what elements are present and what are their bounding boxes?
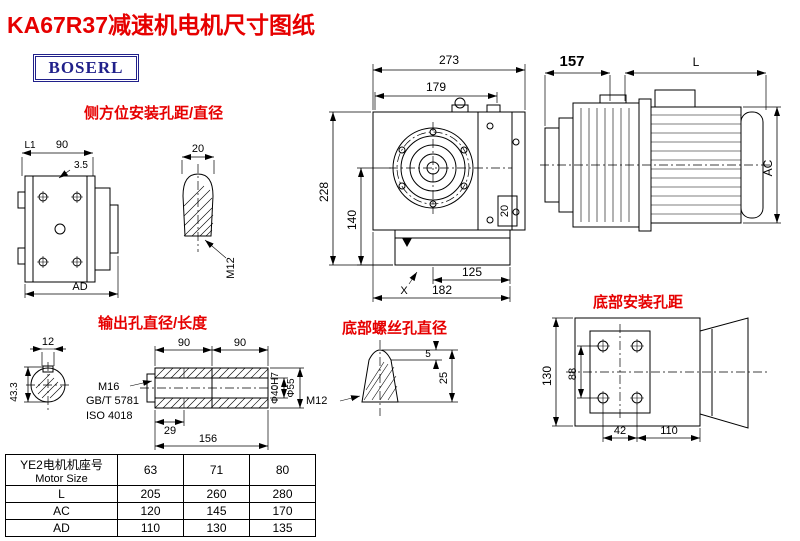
table-cell: 145 (183, 502, 250, 520)
table-cell: 170 (249, 502, 316, 520)
label-bottom-screw-hole: 底部螺丝孔直径 (342, 320, 448, 337)
dim-bottom-110: 110 (660, 425, 678, 437)
table-cell: 205 (117, 485, 184, 503)
table-row-l: L 205 260 280 (5, 485, 316, 503)
table-cell: 135 (249, 519, 316, 537)
brand-logo-text: BOSERL (48, 58, 124, 77)
page-title: KA67R37减速机电机尺寸图纸 (7, 12, 315, 38)
dim-side-ad: AD (72, 281, 87, 293)
dim-shaft-outer: Φ55 (286, 378, 297, 398)
table-cell-label: AC (5, 502, 118, 520)
table-row-ac: AC 120 145 170 (5, 502, 316, 520)
motor-size-table: YE2电机机座号 Motor Size 63 71 80 L 205 260 2… (5, 454, 316, 537)
section-mark-x: X (400, 285, 408, 297)
dim-front-179: 179 (426, 80, 446, 94)
dim-shaft-156: 156 (199, 433, 217, 445)
dim-shaft-90b: 90 (234, 337, 246, 349)
table-header-size-80: 80 (249, 454, 316, 486)
dim-front-140: 140 (345, 210, 359, 230)
table-header-motor-size: YE2电机机座号 Motor Size (5, 454, 118, 486)
table-cell: 260 (183, 485, 250, 503)
dim-front-273: 273 (439, 53, 459, 67)
dim-hole-m12: M12 (225, 257, 237, 278)
table-header-size-63: 63 (117, 454, 184, 486)
dim-screw-5: 5 (425, 349, 431, 360)
table-cell: 130 (183, 519, 250, 537)
table-header-row: YE2电机机座号 Motor Size 63 71 80 (5, 454, 316, 486)
std-iso-4018: ISO 4018 (86, 410, 132, 422)
front-view-drawing: 20 X 273 179 228 140 125 (317, 53, 526, 302)
label-output-hole: 输出孔直径/长度 (98, 315, 208, 332)
table-header-line2: Motor Size (35, 472, 88, 485)
dim-hole-20: 20 (192, 143, 204, 155)
dim-motor-L: L (693, 55, 700, 69)
table-cell-label: AD (5, 519, 118, 537)
table-cell: 120 (117, 502, 184, 520)
dim-front-125: 125 (462, 265, 482, 279)
dim-shaft-m16: M16 (98, 381, 119, 393)
motor-assembly-drawing: 157 L AC (540, 53, 781, 232)
dim-side-3-5: 3.5 (74, 160, 88, 171)
dim-side-90: 90 (56, 139, 68, 151)
dim-shaft-43-3: 43.3 (9, 382, 20, 402)
dim-bottom-42: 42 (614, 425, 626, 437)
label-side-mount-holes: 侧方位安装孔距/直径 (84, 105, 224, 122)
table-cell: 110 (117, 519, 184, 537)
table-cell-label: L (5, 485, 118, 503)
side-view-drawing: L1 90 3.5 AD (17, 139, 119, 298)
table-cell: 280 (249, 485, 316, 503)
output-shaft-drawing: 12 43.3 90 90 M16 (9, 336, 304, 450)
dim-motor-157: 157 (559, 53, 584, 70)
dim-front-keyway-20: 20 (499, 205, 511, 217)
dim-screw-m12: M12 (306, 395, 327, 407)
table-header-line1: YE2电机机座号 (20, 457, 103, 472)
dim-shaft-bore: Φ40H7 (270, 372, 281, 404)
dim-shaft-29: 29 (164, 425, 176, 437)
dim-front-182: 182 (432, 283, 452, 297)
bottom-mount-drawing: 130 88 42 110 (540, 317, 768, 442)
std-gbt-5781: GB/T 5781 (86, 395, 139, 407)
dim-front-228: 228 (317, 182, 331, 202)
dim-motor-ac: AC (761, 159, 775, 176)
dim-shaft-12: 12 (42, 336, 54, 348)
dim-shaft-90a: 90 (178, 337, 190, 349)
dim-bottom-88: 88 (567, 368, 579, 380)
dim-side-l1: L1 (24, 140, 36, 151)
brand-logo: BOSERL (33, 54, 139, 82)
dim-screw-25: 25 (438, 372, 450, 384)
bottom-screw-drawing: 5 25 M12 (306, 340, 458, 416)
table-row-ad: AD 110 130 135 (5, 519, 316, 537)
dim-bottom-130: 130 (540, 366, 554, 386)
label-bottom-mount-holes: 底部安装孔距 (593, 294, 684, 311)
table-header-size-71: 71 (183, 454, 250, 486)
side-hole-detail-drawing: 20 M12 (181, 143, 237, 279)
